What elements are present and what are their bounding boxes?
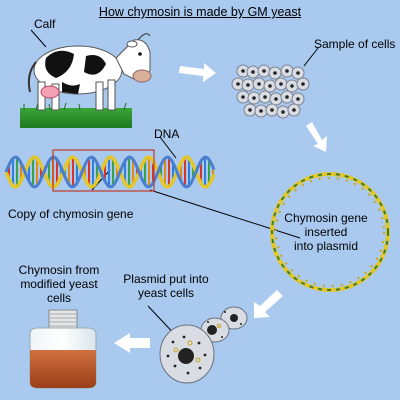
inserted-label-line1: Chymosin gene xyxy=(284,211,368,225)
copy-gene-label: Copy of chymosin gene xyxy=(8,207,134,221)
cell-sample xyxy=(231,64,310,119)
plasmid-yeast-label: Plasmid put into yeast cells xyxy=(112,272,220,300)
calf-label: Calf xyxy=(34,17,56,31)
process-arrows xyxy=(114,63,327,353)
chymosin-yeast-label: Chymosin from modified yeast cells xyxy=(0,263,118,305)
chymosin-yeast-label-line1: Chymosin from xyxy=(18,263,100,277)
yeast-cells xyxy=(159,306,248,384)
inserted-label-line3: into plasmid xyxy=(293,239,359,253)
plasmid-yeast-label-line1: Plasmid put into xyxy=(123,272,209,286)
inserted-label: Chymosin gene inserted into plasmid xyxy=(272,211,380,253)
dna-label: DNA xyxy=(154,127,180,141)
plasmid-yeast-label-line2: yeast cells xyxy=(137,286,195,300)
chymosin-yeast-label-line2: modified yeast xyxy=(20,277,98,291)
chymosin-jar xyxy=(29,309,97,389)
chymosin-gene-highlight xyxy=(52,149,155,192)
plasmid-ring xyxy=(270,172,390,292)
dna-helix xyxy=(4,155,216,189)
calf-illustration xyxy=(20,33,152,128)
sample-cells-label: Sample of cells xyxy=(314,37,396,51)
chymosin-yeast-label-line3: cells xyxy=(46,291,71,305)
diagram-title: How chymosin is made by GM yeast xyxy=(98,5,302,19)
inserted-label-line2: inserted xyxy=(304,225,348,239)
